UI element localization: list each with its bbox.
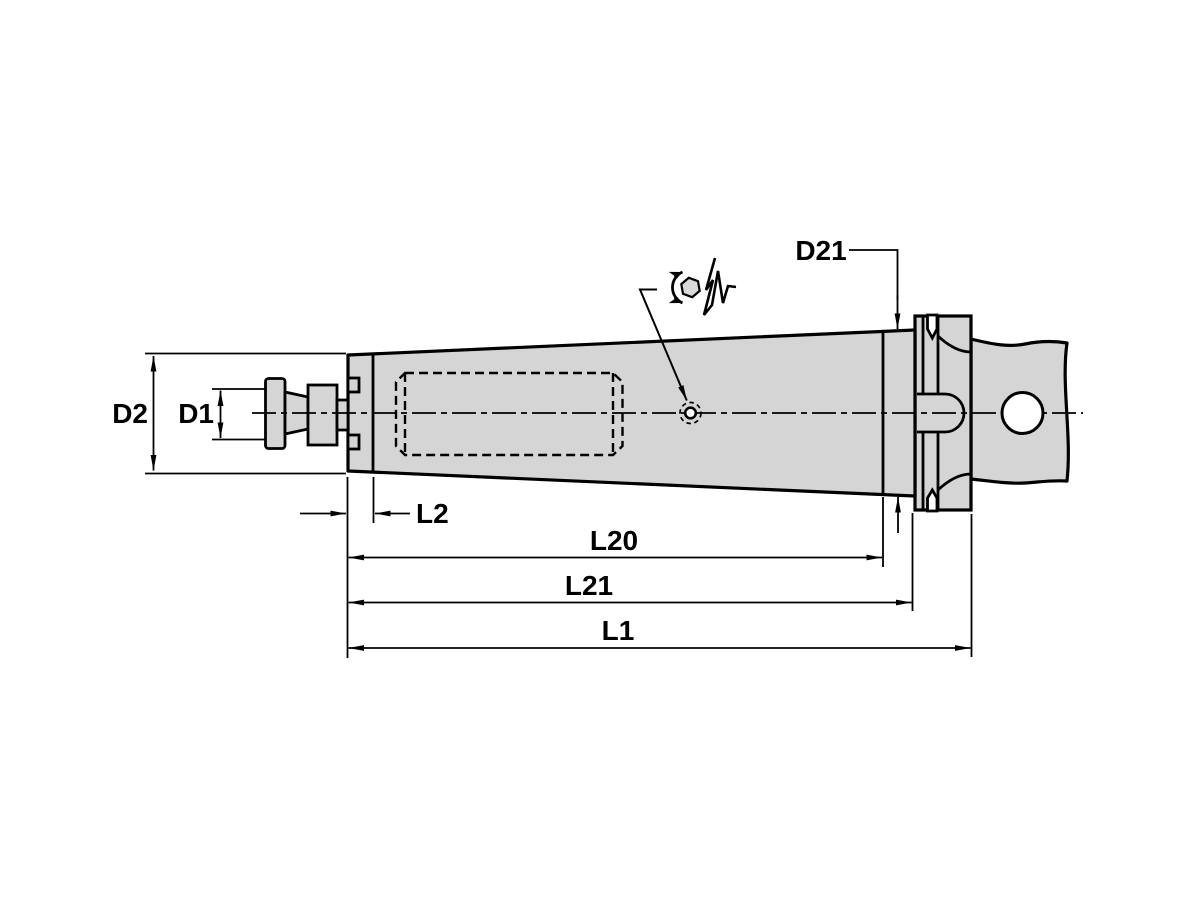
cavity-outline xyxy=(394,371,624,457)
l1-label: L1 xyxy=(602,615,635,646)
face-slot-top xyxy=(346,376,361,394)
stub-block xyxy=(306,383,339,447)
dim-d2: D2 xyxy=(112,352,346,475)
d2-label: D2 xyxy=(112,398,148,429)
d1-label: D1 xyxy=(178,398,214,429)
rotation-arc xyxy=(668,270,684,305)
hex-socket-icon xyxy=(680,276,701,299)
dim-d1: D1 xyxy=(178,388,266,441)
flange-fillet-bottom xyxy=(937,472,972,492)
l2-label: L2 xyxy=(416,498,449,529)
cross-hole xyxy=(1000,391,1045,435)
vibration-wave-icon xyxy=(702,257,737,316)
dim-l20: L20 xyxy=(348,497,884,567)
l21-label: L21 xyxy=(565,570,613,601)
dim-l1: L1 xyxy=(348,514,973,657)
d21-leader xyxy=(849,249,899,300)
adjustment-callout xyxy=(638,257,737,401)
set-screw-leader-line xyxy=(638,288,688,401)
stub-nose xyxy=(335,398,350,432)
hidden-cavity xyxy=(394,371,624,457)
set-screw-circle xyxy=(683,406,698,420)
dim-l2: L2 xyxy=(300,477,449,529)
l20-label: L20 xyxy=(590,525,638,556)
flange-v-groove-top xyxy=(926,313,939,341)
flange-v-groove-bottom xyxy=(926,487,939,513)
dim-d21: D21 xyxy=(795,235,901,533)
set-screw-hole xyxy=(679,401,702,425)
hex-rotation-icon xyxy=(668,270,701,305)
flange-fillet-top xyxy=(937,334,972,354)
face-slot-bottom xyxy=(346,433,361,451)
dim-l21: L21 xyxy=(348,513,914,611)
set-screw-thread-circle xyxy=(679,401,702,425)
d21-label: D21 xyxy=(795,235,846,266)
